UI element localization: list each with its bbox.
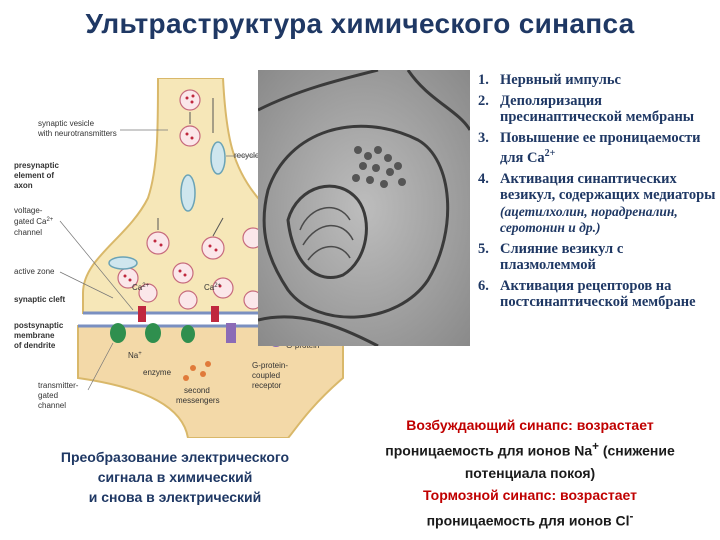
step-number: 1.: [478, 72, 489, 88]
caption-left-line: и снова в электрический: [88, 489, 262, 505]
label-recycle: recycle: [234, 151, 260, 160]
step-text: Активация синаптических везикул, содержа…: [500, 171, 718, 236]
label-ca-left: Ca2+: [132, 283, 150, 292]
step-number: 4.: [478, 170, 489, 187]
step-number: 5.: [478, 240, 489, 257]
label-voltage-1: voltage-: [14, 206, 43, 215]
step-text: Деполяризация пресинаптической мембраны: [500, 93, 695, 125]
excitatory-line-2: проницаемость для ионов Na+ (снижение: [385, 440, 675, 459]
label-postsynaptic-3: of dendrite: [14, 341, 56, 350]
step-number: 6.: [478, 277, 489, 294]
label-postsynaptic-2: membrane: [14, 331, 55, 340]
electron-micrograph: [258, 70, 470, 346]
excitatory-label: Возбуждающий синапс: [406, 417, 569, 433]
label-second-1: second: [184, 386, 210, 395]
micrograph-vesicles: [352, 146, 406, 188]
step-number: 3.: [478, 130, 489, 146]
step-item: 6. Активация рецепторов на постсинаптиче…: [478, 278, 718, 310]
label-gprot-3: receptor: [252, 381, 282, 390]
label-gprot-1: G-protein-: [252, 361, 288, 370]
label-transmitter-1: transmitter-: [38, 381, 79, 390]
page-title: Ультраструктура химического синапса: [85, 8, 635, 39]
step-text: Активация рецепторов на постсинаптическо…: [500, 277, 696, 310]
ca-channel-right: [211, 306, 219, 322]
ca-channel-left: [138, 306, 146, 322]
second-messengers: [183, 361, 211, 381]
label-synaptic-cleft: synaptic cleft: [14, 295, 65, 304]
inhibitory-line-1: Тормозной синапс: возрастает: [423, 486, 637, 503]
label-ca-right: Ca2+: [204, 283, 222, 292]
step-item: 5. Слияние везикул с плазмолеммой: [478, 241, 718, 273]
caption-left-line: сигнала в химический: [97, 469, 253, 485]
step-number: 2.: [478, 93, 489, 109]
step-item: 4. Активация синаптических везикул, соде…: [478, 171, 718, 236]
postsynaptic-dendrite: [77, 325, 344, 438]
label-presynaptic-2: element of: [14, 171, 54, 180]
step-note: (ацетилхолин, норадреналин, серотонин и …: [500, 203, 678, 235]
label-synaptic-vesicle-2: with neurotransmitters: [37, 129, 117, 138]
receptors: [110, 323, 195, 343]
step-item: 1. Нервный импульс: [478, 72, 718, 88]
excitatory-line-3: потенциала покоя): [464, 464, 596, 481]
label-gprot-2: coupled: [252, 371, 280, 380]
label-na: Na+: [128, 351, 142, 360]
label-postsynaptic-1: postsynaptic: [14, 321, 64, 330]
step-text: Нервный импульс: [500, 72, 621, 88]
step-text: Слияние везикул с плазмолеммой: [500, 240, 624, 273]
label-transmitter-3: channel: [38, 401, 66, 410]
excitatory-line-1: Возбуждающий синапс: возрастает: [406, 417, 654, 433]
inhibitory-label: Тормозной синапс: [423, 486, 552, 503]
label-voltage-2: gated Ca2+: [14, 217, 54, 226]
inhibitory-line-2: проницаемость для ионов Cl-: [426, 509, 634, 529]
caption-left-line: Преобразование электрического: [60, 449, 290, 465]
steps-list: 1. Нервный импульс 2. Деполяризация прес…: [478, 72, 718, 315]
caption-left: Преобразование электрического сигнала в …: [30, 447, 320, 507]
g-protein-receptor: [226, 323, 236, 343]
label-voltage-3: channel: [14, 228, 42, 237]
label-active-zone: active zone: [14, 267, 55, 276]
step-text: Повышение ее проницаемости для Ca2+: [500, 130, 701, 166]
step-item: 2. Деполяризация пресинаптической мембра…: [478, 93, 718, 125]
label-enzyme: enzyme: [143, 368, 172, 377]
label-presynaptic-3: axon: [14, 181, 33, 190]
label-transmitter-2: gated: [38, 391, 58, 400]
caption-right: Возбуждающий синапс: возрастает проницае…: [340, 414, 720, 531]
label-presynaptic-1: presynaptic: [14, 161, 59, 170]
label-second-2: messengers: [176, 396, 220, 405]
mitochondria: [108, 141, 226, 270]
label-synaptic-vesicle: synaptic vesicle: [38, 119, 95, 128]
vesicle-arrows: [157, 98, 224, 237]
step-item: 3. Повышение ее проницаемости для Ca2+: [478, 130, 718, 166]
